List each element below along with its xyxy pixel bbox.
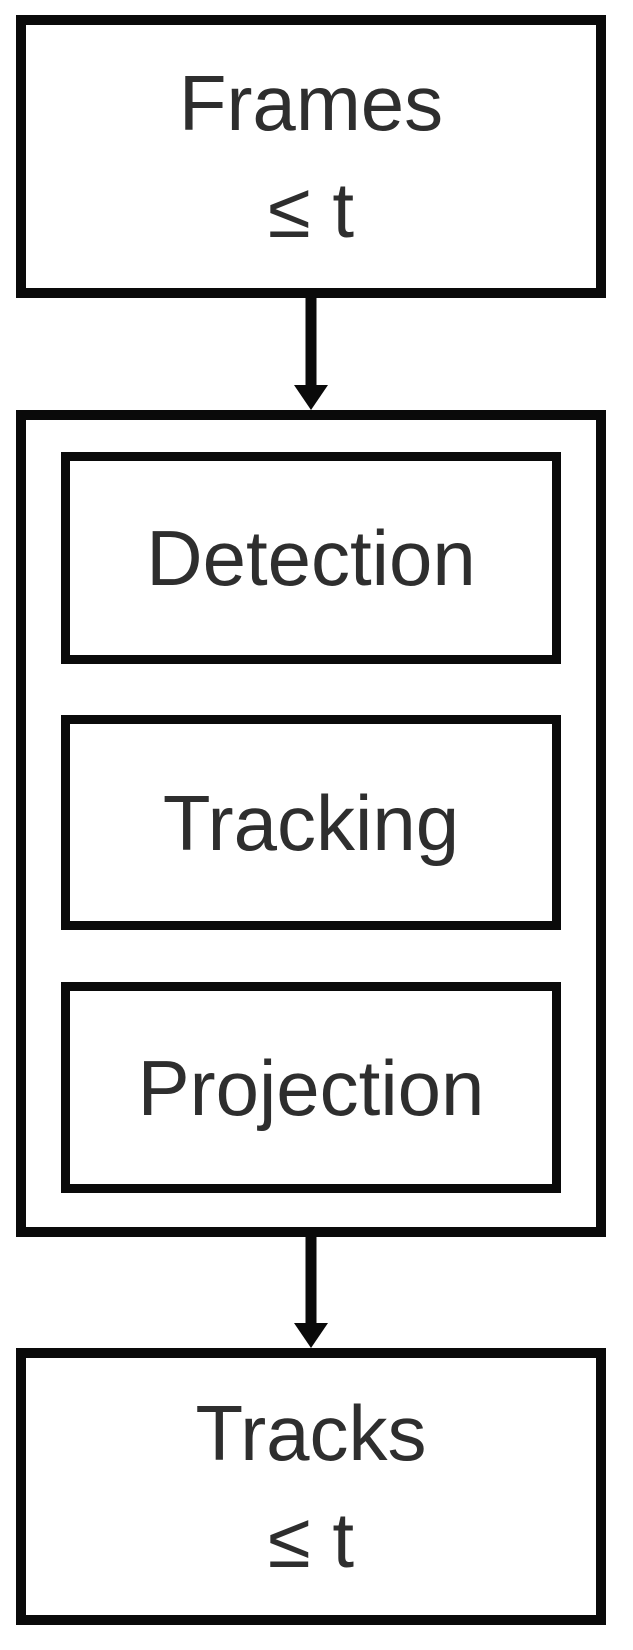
stage-detection-label: Detection	[146, 514, 476, 602]
stage-projection: Projection	[61, 982, 561, 1193]
frames-input-node: Frames ≤ t	[16, 15, 606, 298]
tracks-label-line2: ≤ t	[267, 1495, 355, 1584]
stage-projection-label: Projection	[137, 1043, 485, 1132]
stage-tracking: Tracking	[61, 715, 561, 930]
down-arrow-icon	[294, 1236, 328, 1348]
stage-detection: Detection	[61, 452, 561, 664]
tracks-label-line1: Tracks	[195, 1388, 427, 1477]
tracks-output-node: Tracks ≤ t	[16, 1348, 606, 1625]
frames-label-line1: Frames	[178, 58, 444, 147]
down-arrow-icon	[294, 297, 328, 410]
stage-tracking-label: Tracking	[162, 778, 460, 867]
frames-label-line2: ≤ t	[267, 165, 355, 254]
pipeline-container: Detection Tracking Projection	[16, 410, 606, 1237]
